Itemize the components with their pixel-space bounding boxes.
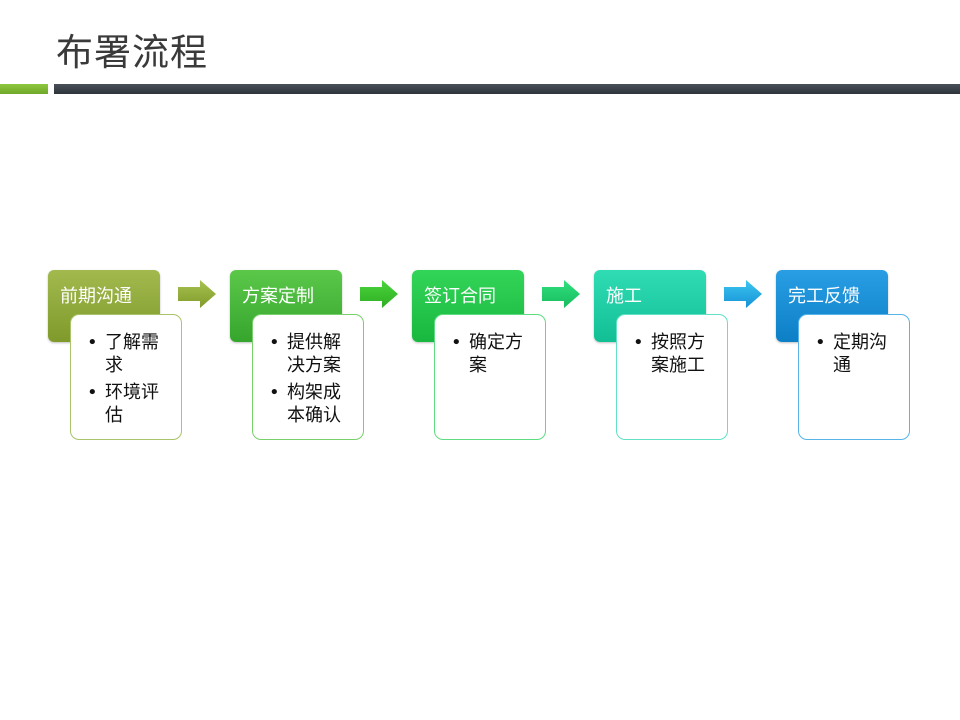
step-bullet-item: 确定方案 [451,331,539,377]
step-title: 施工 [606,286,642,307]
step-bullet-list: 按照方案施工 [617,315,727,377]
step-bullet-list: 了解需求环境评估 [71,315,181,427]
step-details-box: 提供解决方案构架成本确认 [252,314,364,440]
step-title: 方案定制 [242,286,314,307]
step-bullet-item: 了解需求 [87,331,175,377]
step-details-box: 按照方案施工 [616,314,728,440]
flow-arrow-icon [360,280,398,308]
step-title: 完工反馈 [788,286,860,307]
step-bullet-item: 按照方案施工 [633,331,721,377]
process-step: 前期沟通了解需求环境评估 [48,270,232,444]
step-bullet-item: 环境评估 [87,381,175,427]
step-details-box: 定期沟通 [798,314,910,440]
step-bullet-item: 构架成本确认 [269,381,357,427]
title-divider-bar [54,84,960,94]
step-bullet-item: 定期沟通 [815,331,903,377]
step-details-box: 了解需求环境评估 [70,314,182,440]
process-step: 完工反馈定期沟通 [776,270,960,444]
flow-arrow-icon [542,280,580,308]
process-step: 方案定制提供解决方案构架成本确认 [230,270,414,444]
process-step: 签订合同确定方案 [412,270,596,444]
flow-arrow-icon [724,280,762,308]
step-bullet-item: 提供解决方案 [269,331,357,377]
title-accent-bar [0,84,48,94]
page-title: 布署流程 [56,31,208,74]
flow-arrow-icon [178,280,216,308]
step-bullet-list: 定期沟通 [799,315,909,377]
process-step: 施工按照方案施工 [594,270,778,444]
step-bullet-list: 提供解决方案构架成本确认 [253,315,363,427]
step-bullet-list: 确定方案 [435,315,545,377]
step-title: 签订合同 [424,286,496,307]
step-title: 前期沟通 [60,286,132,307]
step-details-box: 确定方案 [434,314,546,440]
